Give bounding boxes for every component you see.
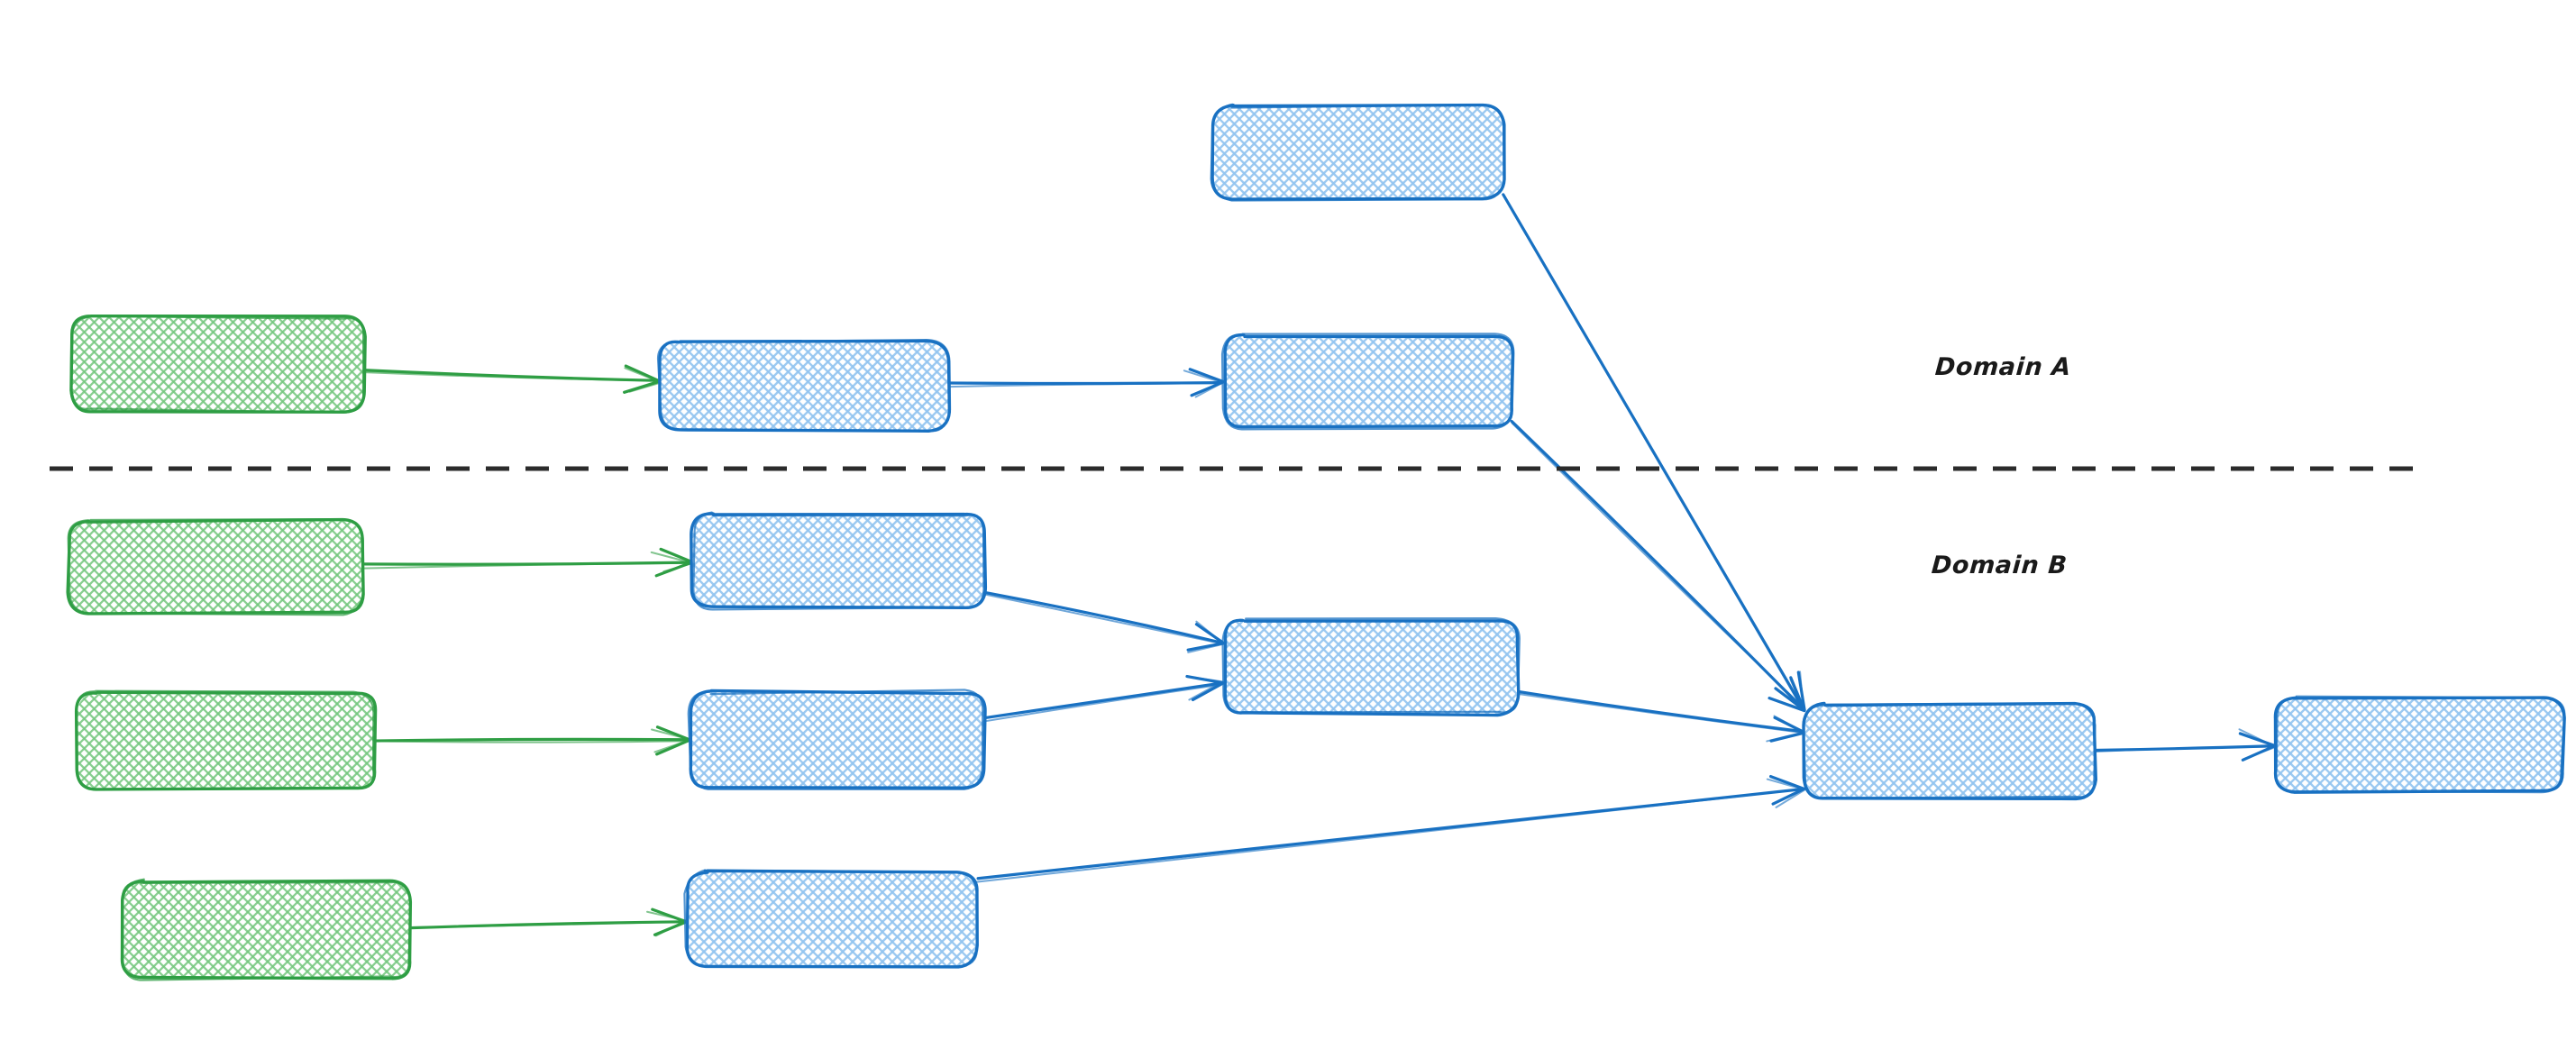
node-b-blue-final[interactable] [2273,695,2566,794]
node-fill [1804,705,2095,798]
node-border [656,339,952,433]
node-fill [692,514,984,607]
edge-e-mainhub-to-final [2093,728,2277,762]
node-border [2273,696,2566,794]
edge-e-a-blue2-to-hub [1510,419,1806,713]
node-border [1221,617,1521,714]
node-border [689,689,987,789]
node-b-blue-3[interactable] [683,869,979,969]
node-fill [687,872,977,966]
node-border [1210,103,1506,202]
edge-shaft [975,788,1802,883]
edge-e-b-blue2-to-midhub [983,674,1225,723]
node-border [75,689,375,791]
node-fill [2275,698,2563,791]
node-border [692,511,985,611]
edge-arrowhead [1770,678,1804,711]
node-a-green-1[interactable] [69,314,367,414]
edge-shaft [981,590,1221,644]
node-a-top-blue[interactable] [1210,103,1506,202]
node-border [2274,695,2566,794]
edge-e-midhub-to-mainhub [1516,689,1807,743]
node-b-blue-hub-mid[interactable] [1221,617,1521,717]
node-border [1223,333,1515,429]
edge-e-b-blue1-to-midhub [981,590,1226,653]
node-border [683,869,978,968]
node-b-green-3[interactable] [120,878,413,981]
node-fill [123,881,411,979]
node-b-blue-1[interactable] [690,511,988,611]
edge-shaft [363,371,658,382]
edge-e-a-blue1-to-a-blue2 [946,368,1226,398]
edges-layer [361,193,2277,937]
edge-shaft [361,369,656,382]
edge-shaft [1503,195,1803,708]
node-fill [1224,335,1512,427]
node-b-blue-2[interactable] [687,689,987,790]
edge-shaft [983,681,1222,720]
node-fill [69,521,362,613]
edge-shaft [1516,692,1802,734]
node-fill [78,692,375,789]
node-border [1223,618,1521,717]
edge-shaft [1516,689,1803,733]
edge-shaft [948,382,1221,388]
node-b-green-1[interactable] [66,517,365,616]
edge-shaft [1511,422,1804,707]
node-border [1802,702,2096,799]
edge-shaft [374,740,688,743]
edge-shaft [362,561,690,570]
domain-a-label: Domain A [1933,353,2072,381]
node-border [69,315,365,414]
node-fill [72,317,364,411]
node-border [67,517,364,616]
node-fill [1213,106,1503,198]
domain-b-label: Domain B [1930,552,2069,579]
edge-shaft [371,737,687,743]
node-border [687,689,984,790]
edge-e-b-blue3-to-mainhub [975,774,1806,883]
edge-shaft [984,593,1222,644]
node-a-blue-1[interactable] [656,339,952,433]
nodes-layer [66,103,2566,981]
edge-arrowhead [1766,778,1806,808]
node-border [1220,333,1515,431]
edge-arrowhead [646,910,687,937]
edge-e-a-top-to-hub [1502,193,1806,712]
edge-e-a-green1-to-a-blue1 [361,364,662,394]
edge-shaft [410,920,683,929]
edge-e-b-green2-to-b-blue2 [371,725,692,756]
node-a-blue-2[interactable] [1220,333,1515,431]
node-b-green-2[interactable] [74,689,378,791]
node-border [122,878,412,981]
node-fill [660,341,948,431]
edge-e-b-green1-to-b-blue1 [361,547,694,578]
edge-shaft [2094,745,2270,753]
node-b-blue-hub-main[interactable] [1802,701,2097,801]
node-fill [690,692,984,788]
edge-shaft [976,788,1802,880]
edge-e-b-green3-to-b-blue3 [408,908,689,937]
edge-shaft [983,684,1219,723]
node-fill [1224,620,1518,714]
